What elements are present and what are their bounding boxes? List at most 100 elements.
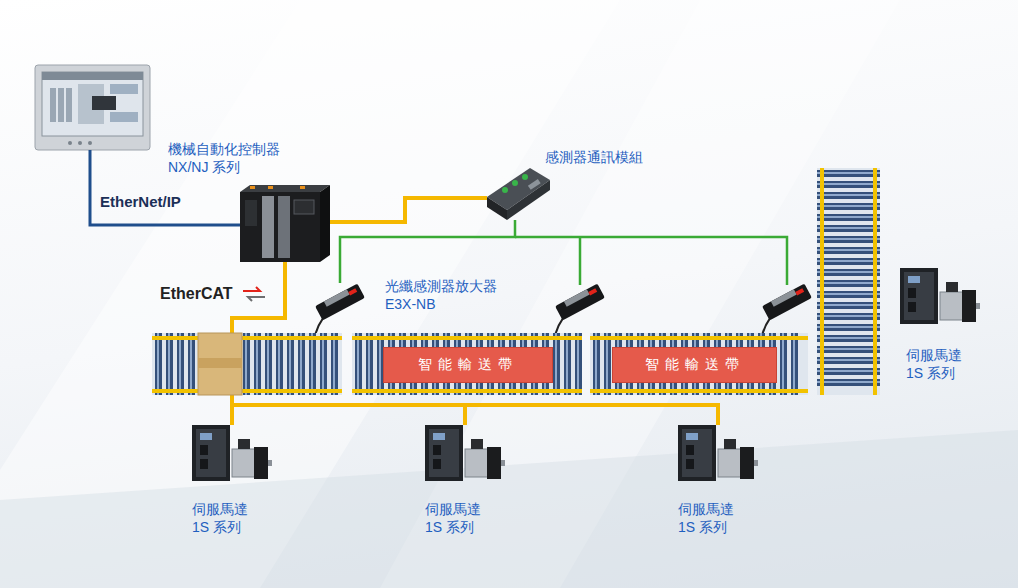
amplifier-cover	[564, 289, 590, 307]
device-node: 機械自動化控制器 NX/NJ 系列	[240, 185, 330, 262]
conveyor-roller	[366, 333, 373, 395]
roller-highlight	[817, 315, 880, 317]
roller-highlight	[817, 370, 880, 372]
conveyor-roller	[355, 333, 362, 395]
roller-highlight	[817, 337, 880, 339]
amplifier-body	[555, 284, 605, 321]
device-caption: 光纖感測器放大器 E3X-NB	[385, 277, 510, 313]
servo-image	[425, 425, 505, 481]
roller-highlight	[300, 333, 302, 395]
conveyor-roller	[564, 333, 571, 395]
roller-highlight	[606, 333, 608, 395]
conveyor-roller	[309, 333, 316, 395]
roller-highlight	[817, 293, 880, 295]
drive-panel	[904, 272, 934, 320]
servo-image	[678, 425, 758, 481]
hmi-title	[42, 72, 143, 80]
sensor-wire	[515, 237, 787, 285]
motor-flange	[487, 447, 501, 479]
motor-shaft	[976, 303, 980, 309]
conveyor-name: 智能輸送帶	[645, 356, 745, 374]
roller-highlight	[817, 205, 880, 207]
comm-module-image	[487, 168, 550, 220]
drive-port	[908, 288, 916, 298]
device-caption: 伺服馬達 1S 系列	[678, 500, 750, 536]
logo-arrow	[248, 297, 265, 301]
conveyor-rail	[152, 336, 342, 340]
roller-highlight	[793, 333, 795, 395]
module-led	[512, 180, 518, 186]
roller-highlight	[333, 333, 335, 395]
roller-highlight	[595, 333, 597, 395]
drive-display	[200, 433, 212, 440]
bg-band	[0, 430, 1018, 588]
roller-highlight	[566, 333, 568, 395]
controller-body	[240, 192, 320, 262]
hmi-gauge	[66, 88, 72, 122]
amplifier-display	[588, 288, 597, 295]
conveyor-roller	[817, 236, 880, 243]
drive-port	[686, 445, 694, 455]
hmi-button	[110, 84, 138, 94]
drive-panel	[196, 429, 226, 477]
conveyor-roller	[780, 333, 787, 395]
roller-highlight	[278, 333, 280, 395]
conveyor-roller	[553, 333, 560, 395]
roller-highlight	[817, 194, 880, 196]
device-caption: 伺服馬達 1S 系列	[192, 500, 264, 536]
conveyor-roller	[817, 280, 880, 287]
conveyor-roller	[604, 333, 611, 395]
conveyor-roller	[298, 333, 305, 395]
roller-highlight	[555, 333, 557, 395]
motor-connector	[238, 439, 250, 449]
module-front	[487, 197, 507, 220]
roller-highlight	[157, 333, 159, 395]
parcel-box	[198, 333, 242, 395]
conveyor-roller	[817, 291, 880, 298]
drive-port	[433, 445, 441, 455]
hmi-frame	[35, 65, 150, 150]
conveyor-roller	[817, 247, 880, 254]
servo-drive	[678, 425, 716, 481]
motor-body	[465, 449, 489, 477]
conveyor-roller	[320, 333, 327, 395]
device-node: 伺服馬達 1S 系列	[192, 425, 272, 481]
conveyor-bed	[817, 168, 880, 395]
drive-port	[433, 459, 441, 469]
conveyor-roller	[276, 333, 283, 395]
conveyor-roller	[243, 333, 250, 395]
roller-highlight	[817, 183, 880, 185]
controller-unit	[262, 196, 274, 258]
conveyor-bed	[352, 333, 582, 395]
drive-display	[433, 433, 445, 440]
conveyor-roller	[817, 269, 880, 276]
conveyor-label-bar: 智能輸送帶	[612, 347, 777, 383]
motor-connector	[724, 439, 736, 449]
parcel-tape	[198, 358, 242, 368]
roller-highlight	[817, 271, 880, 273]
conveyor-roller	[817, 192, 880, 199]
conveyor-rail	[152, 389, 342, 393]
roller-highlight	[817, 381, 880, 383]
device-node: 感測器通訊模組	[487, 168, 550, 220]
module-label	[528, 179, 541, 190]
conveyor-rail	[352, 389, 582, 393]
device-node: 伺服馬達 1S 系列	[425, 425, 505, 481]
device-node: 伺服馬達 1S 系列	[678, 425, 758, 481]
device-caption: 感測器通訊模組	[545, 148, 655, 166]
conveyor-roller	[166, 333, 173, 395]
conveyor-roller	[817, 181, 880, 188]
roller-highlight	[817, 227, 880, 229]
conveyor-roller	[817, 214, 880, 221]
ethercat-logo-arrow	[243, 287, 265, 301]
vertical-conveyor	[817, 168, 880, 395]
roller-highlight	[168, 333, 170, 395]
amplifier-cover	[771, 289, 797, 307]
network-label: EtherNet/IP	[100, 193, 181, 210]
conveyor-roller	[331, 333, 338, 395]
controller-led	[300, 186, 305, 189]
drive-port	[200, 445, 208, 455]
amplifier-cover	[324, 289, 350, 307]
conveyor-roller	[817, 379, 880, 386]
